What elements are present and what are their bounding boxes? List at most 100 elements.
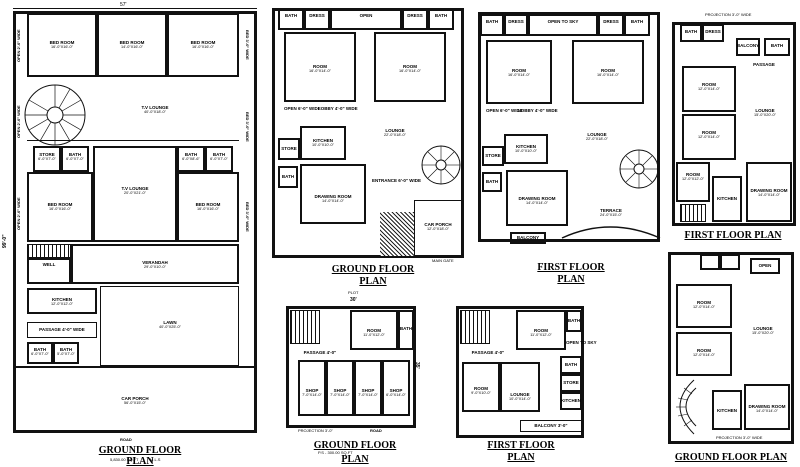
plan4-passage: PASSAGE xyxy=(753,62,775,67)
plan5-title-1: GROUND FLOOR xyxy=(313,440,397,451)
plan1-side-left-2: OPEN 2'-0" WIDE xyxy=(16,105,21,138)
plan1-well-label: WELL xyxy=(42,262,56,267)
plan1-store xyxy=(33,146,61,172)
plan1-bath-4 xyxy=(27,342,53,364)
plan1-road-label: ROAD xyxy=(120,437,132,442)
plan3-open: OPEN 6'-0" WIDE xyxy=(486,108,523,113)
plan7-top-cell-1 xyxy=(700,254,720,270)
plan6-balcony xyxy=(520,420,582,432)
plan1-bedroom-2 xyxy=(97,13,167,77)
plan1-spiral-staircase xyxy=(24,84,86,146)
plan4-top-dress xyxy=(702,24,724,42)
plan1-bedroom-3 xyxy=(167,13,239,77)
plan2-top-dress-2 xyxy=(402,8,428,30)
plan1-car-porch xyxy=(13,366,257,433)
plan2-spiral-staircase xyxy=(421,145,461,185)
plan4-top-dress-label: DRESS xyxy=(705,29,721,34)
plan6-staircase xyxy=(460,310,490,344)
plan2-store xyxy=(278,138,300,160)
plan3-lobby: LOBBY 4'-0" WIDE xyxy=(518,108,558,113)
plan3-curved-balcony xyxy=(561,226,661,239)
plan6-title-2: PLAN xyxy=(507,452,535,463)
plan6-passage: PASSAGE 4'-0" xyxy=(471,350,505,355)
plan5-bath-label: BATH xyxy=(399,326,413,331)
plan5-shop-3 xyxy=(354,360,382,416)
plan3-bath xyxy=(482,172,502,192)
plan7-projection: PROJECTION 3'-0" WIDE xyxy=(716,435,763,440)
plan2-top-dress-2-label: DRESS xyxy=(407,13,423,18)
plan2-top-dress-1-label: DRESS xyxy=(309,13,325,18)
plan2-lobby: LOBBY 4'-0" WIDE xyxy=(318,106,358,111)
plan1-lawn xyxy=(100,286,239,366)
plan6-kitchen xyxy=(560,392,582,410)
plan5-shop-2 xyxy=(326,360,354,416)
plan3-top-bath-2-label: BATH xyxy=(630,19,644,24)
plan3-top-bath-1 xyxy=(480,14,504,36)
plan6-kitchen-label: KITCHEN xyxy=(561,398,581,403)
plan2-top-bath-1 xyxy=(278,8,304,30)
plan1-depth-dim: 99'-0" xyxy=(2,234,8,248)
plan1-passage-label: PASSAGE 4'-0" WIDE xyxy=(39,327,85,332)
plan7-kitchen-label: KITCHEN xyxy=(717,408,737,413)
plan5-ref: P.S - 300.00 SQ.FT xyxy=(318,450,353,455)
plan7-curved-staircase xyxy=(676,379,697,435)
plan2-top-bath-1-label: BATH xyxy=(284,13,298,18)
plan7-open-area xyxy=(750,258,780,274)
plan6-store-label: STORE xyxy=(563,380,579,385)
plan2-top-bath-2 xyxy=(428,8,454,30)
plan7-outer-wall xyxy=(668,252,794,444)
plan1-bedroom-5 xyxy=(177,172,239,242)
plan1-lounge-divider xyxy=(27,140,239,141)
plan2-kitchen xyxy=(300,126,346,160)
plan3-top-dress-2-label: DRESS xyxy=(603,19,619,24)
plan4-staircase xyxy=(680,204,706,222)
plan6-bath-b-label: BATH xyxy=(564,362,578,367)
plan5-passage: PASSAGE 4'-0" xyxy=(303,350,337,355)
plan2-hatched-floor xyxy=(380,212,414,256)
plan6-lounge xyxy=(500,362,540,412)
plan5-road: ROAD xyxy=(370,428,382,433)
plan3-title-2: PLAN xyxy=(557,274,585,285)
plan1-well xyxy=(27,258,71,284)
plan5-room xyxy=(350,310,398,350)
plan3-balcony xyxy=(510,232,546,244)
plan6-balcony-label: BALCONY 3'-0" xyxy=(534,423,568,428)
plan2-open: OPEN 6'-0" WIDE xyxy=(284,106,321,111)
plan1-bedroom-4 xyxy=(27,172,93,242)
plan1-side-left-3: OPEN 2'-0" WIDE xyxy=(16,197,21,230)
plan7-drawing-room xyxy=(744,384,790,430)
plan4-outer-wall xyxy=(672,22,796,226)
plan1-bath-3 xyxy=(205,146,233,172)
plan3-kitchen xyxy=(504,134,548,164)
plan5-staircase xyxy=(290,310,320,344)
plan6-outer-wall xyxy=(456,306,584,438)
plan2-top-dress-1 xyxy=(304,8,330,30)
plan3-spiral-staircase xyxy=(619,149,659,189)
plan3-top-dress-1-label: DRESS xyxy=(508,19,524,24)
plan1-verandah xyxy=(71,244,239,284)
plan2-top-open xyxy=(330,8,402,30)
plan5-shop-4 xyxy=(382,360,410,416)
plan2-top-open-label: OPEN xyxy=(359,13,373,18)
plan3-room-a xyxy=(486,40,552,104)
plan2-title-1: GROUND FLOOR xyxy=(331,264,415,275)
